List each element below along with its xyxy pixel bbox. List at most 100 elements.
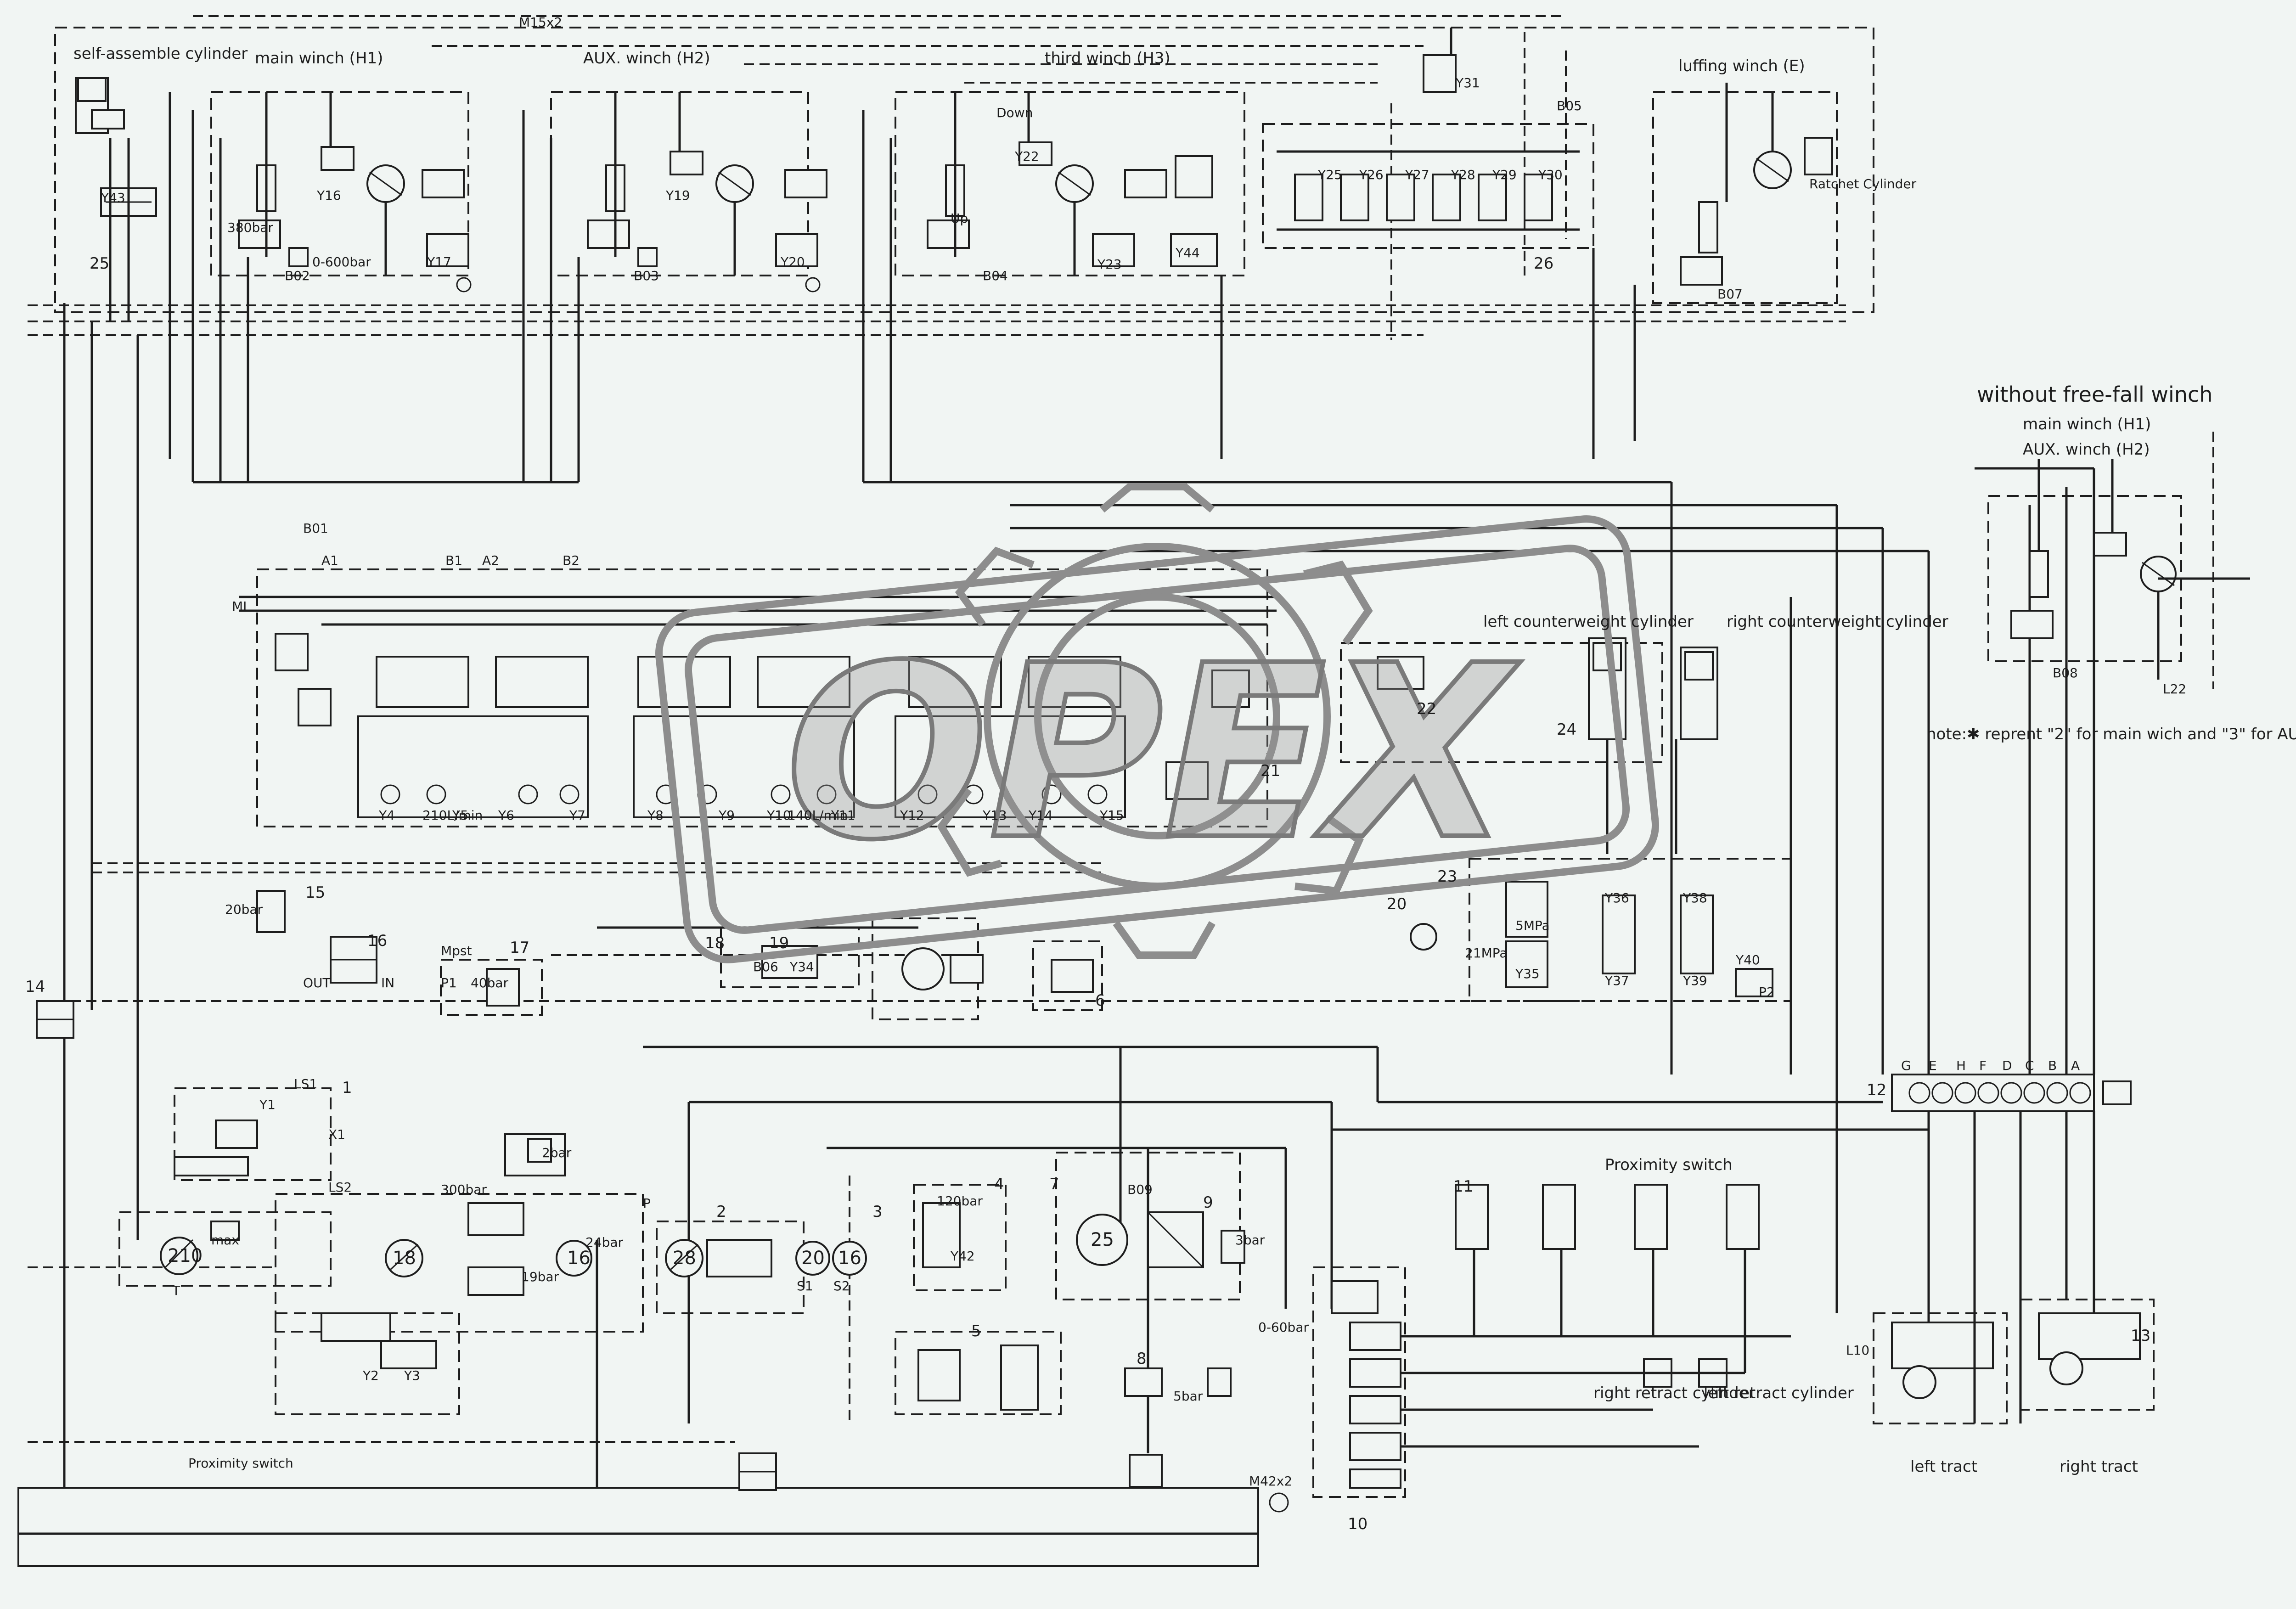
label-main-winch: main winch (H1)	[255, 49, 383, 68]
port-label: B	[2048, 1058, 2057, 1073]
pressure-label: 0-600bar	[312, 254, 371, 270]
valve-label: Y20	[780, 254, 805, 270]
valve-label: Y10	[766, 808, 791, 823]
valve-label: Y17	[427, 254, 451, 270]
label-right-retract: right retract cylinder	[1593, 1384, 1755, 1402]
port-label: S2	[833, 1278, 850, 1294]
port-label: B2	[563, 553, 580, 568]
valve-label: Y8	[647, 808, 664, 823]
counterweight-group	[1340, 637, 1792, 1002]
label-left-tract: left tract	[1910, 1457, 1977, 1476]
number-label: 23	[1437, 867, 1457, 886]
label-right-counterweight: right counterweight cylinder	[1727, 613, 1948, 631]
number-label: 11	[1453, 1177, 1473, 1196]
valve-label: Y15	[1099, 808, 1124, 823]
port-label: L10	[1846, 1343, 1869, 1358]
number-label: 3	[872, 1203, 883, 1221]
pressure-label: 20bar	[225, 902, 263, 917]
number-label: 16	[367, 932, 387, 950]
pressure-label: 21MPa	[1465, 945, 1508, 961]
number-label: 25	[90, 254, 109, 273]
port-label: MI	[232, 599, 247, 614]
label-note: note:✱ reprent "2" for main wich and "3"…	[1926, 725, 2296, 743]
watermark-text: OPEX	[785, 614, 1520, 892]
port-label: A1	[321, 553, 338, 568]
valve-label: Y14	[1028, 808, 1053, 823]
pump-label: 16	[838, 1248, 861, 1269]
pump-group	[118, 1087, 1245, 1415]
port-label: B08	[2053, 665, 2078, 681]
number-label: 18	[705, 934, 725, 952]
track-motors	[1835, 1075, 2155, 1424]
port-label: LS1	[294, 1076, 317, 1091]
port-label: OUT	[303, 975, 331, 990]
valve-label: Y34	[789, 959, 814, 974]
port-label: LS2	[328, 1180, 352, 1195]
pump-label: 28	[673, 1248, 696, 1269]
main-pipes	[63, 92, 2095, 1488]
port-label: IN	[381, 975, 394, 990]
valve-label: Y22	[1014, 149, 1039, 164]
label-left-counterweight: left counterweight cylinder	[1483, 613, 1694, 631]
number-label: 2	[716, 1203, 726, 1221]
number-label: 20	[1387, 895, 1407, 913]
tank-frame	[17, 1452, 1289, 1567]
port-label: L22	[2163, 681, 2186, 697]
valve-label: Y39	[1683, 973, 1707, 988]
valve-label: Y26	[1359, 167, 1384, 182]
valve-label: Y23	[1097, 257, 1122, 272]
port-label: F	[1979, 1058, 1986, 1073]
valve-label: Y42	[950, 1249, 975, 1264]
retract-group	[1312, 1184, 1791, 1498]
main-control-valve	[239, 568, 1277, 827]
port-label: B05	[1557, 98, 1582, 113]
port-label: 0-60bar	[1258, 1320, 1309, 1335]
valve-label: Y4	[378, 808, 395, 823]
label-free-fall: without free-fall winch	[1977, 382, 2212, 407]
valve-label: Y31	[1455, 75, 1480, 90]
port-label: M15x2	[519, 15, 562, 30]
valve-label: Y12	[900, 808, 924, 823]
valve-label: Y6	[498, 808, 514, 823]
port-label: max	[211, 1232, 239, 1248]
label-right-tract: right tract	[2060, 1457, 2138, 1476]
port-label: B01	[303, 521, 328, 536]
pressure-label: 5bar	[1173, 1389, 1203, 1404]
number-label: 13	[2131, 1327, 2150, 1345]
valve-label: Y9	[718, 808, 735, 823]
valve-label: Y38	[1683, 890, 1707, 906]
pressure-label: 3bar	[1235, 1232, 1265, 1248]
port-label: B07	[1717, 287, 1743, 302]
valve-label: Y11	[831, 808, 855, 823]
valve-label: Y29	[1492, 167, 1517, 182]
port-label: B09	[1127, 1182, 1153, 1197]
valve-label: Y3	[404, 1368, 420, 1383]
port-label: E	[1929, 1058, 1937, 1073]
pump-label: 210	[168, 1245, 203, 1266]
pressure-label: 380bar	[227, 220, 273, 235]
filter-accumulator-group	[36, 890, 1103, 1039]
valve-label: Y44	[1175, 245, 1200, 260]
valve-label: Y7	[569, 808, 585, 823]
valve-label: Y28	[1451, 167, 1475, 182]
pressure-label: 140L/min	[788, 808, 848, 823]
pressure-label: 300bar	[441, 1182, 487, 1197]
valve-label: Y36	[1604, 890, 1629, 906]
label-proximity-top: Proximity switch	[1605, 1156, 1733, 1174]
port-label: P2	[1759, 985, 1775, 1000]
port-label: A2	[482, 553, 499, 568]
pump-label: 18	[393, 1248, 416, 1269]
swivel-joint	[1891, 1074, 2132, 1112]
port-label: B1	[445, 553, 462, 568]
port-label: B03	[634, 268, 659, 283]
port-label: Down	[996, 105, 1033, 120]
valve-label: Y19	[665, 188, 690, 203]
valve-label: Y25	[1317, 167, 1342, 182]
number-label: 14	[25, 978, 45, 996]
valve-label: Y27	[1405, 167, 1429, 182]
number-label: 6	[1095, 991, 1105, 1010]
number-label: 24	[1557, 720, 1576, 739]
port-label: H	[1956, 1058, 1966, 1073]
callout-labels: 1 2 3 4 5 6 7 8 9 10 11 12 13 14 15 16 1…	[25, 15, 2186, 1533]
pressure-label: 19bar	[521, 1269, 559, 1284]
